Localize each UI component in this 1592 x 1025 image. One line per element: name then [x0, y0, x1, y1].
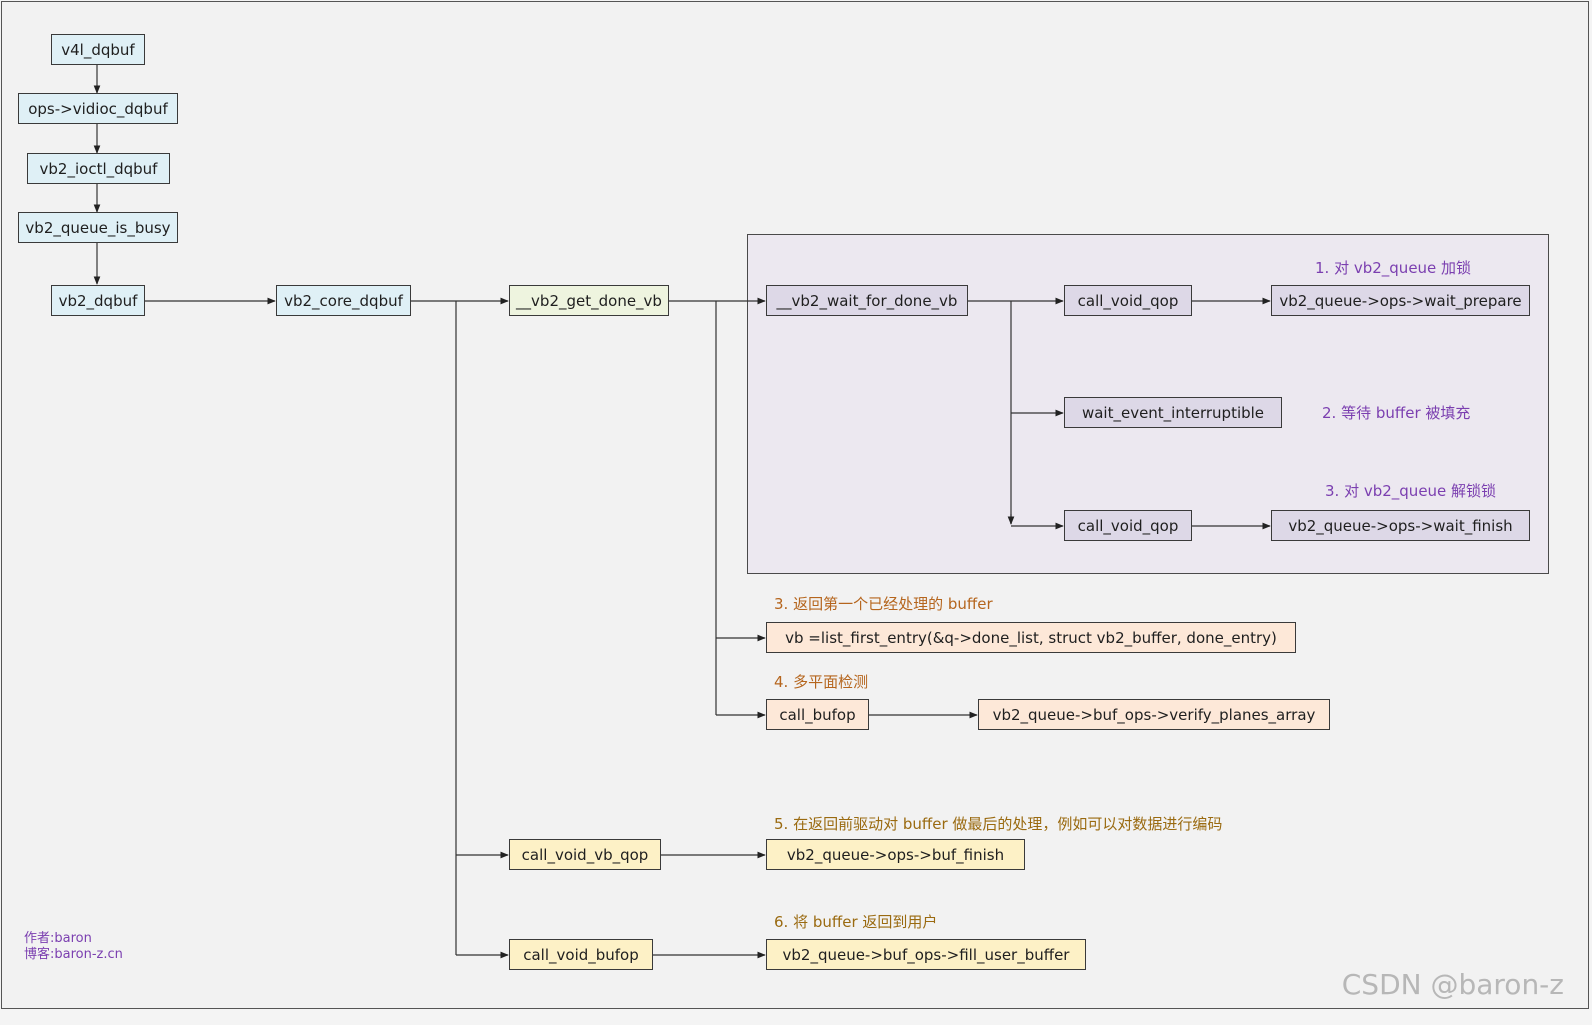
- node-call-bufop: call_bufop: [766, 699, 869, 730]
- node-vb2-ioctl-dqbuf: vb2_ioctl_dqbuf: [27, 153, 170, 184]
- node-call-void-vb-qop: call_void_vb_qop: [509, 839, 661, 870]
- node-v4l-dqbuf: v4l_dqbuf: [51, 34, 145, 65]
- node-call-void-qop-2: call_void_qop: [1064, 510, 1192, 541]
- node-buf-finish: vb2_queue->ops->buf_finish: [766, 839, 1025, 870]
- node-vb2-core-dqbuf: vb2_core_dqbuf: [276, 285, 411, 316]
- note-wait-buffer: 2. 等待 buffer 被填充: [1322, 404, 1471, 422]
- node-vb2-queue-is-busy: vb2_queue_is_busy: [18, 212, 178, 243]
- note-unlock-queue: 3. 对 vb2_queue 解锁锁: [1325, 482, 1497, 500]
- node-vb2-dqbuf: vb2_dqbuf: [51, 285, 145, 316]
- node-wait-for-done-vb: __vb2_wait_for_done_vb: [766, 285, 968, 316]
- node-list-first-entry: vb =list_first_entry(&q->done_list, stru…: [766, 622, 1296, 653]
- node-call-void-qop-1: call_void_qop: [1064, 285, 1192, 316]
- node-get-done-vb: __vb2_get_done_vb: [509, 285, 669, 316]
- author-info: 作者:baron 博客:baron-z.cn: [24, 931, 123, 963]
- node-wait-event-interruptible: wait_event_interruptible: [1064, 397, 1282, 428]
- author-blog: 博客:baron-z.cn: [24, 947, 123, 962]
- note-return-to-user: 6. 将 buffer 返回到用户: [774, 913, 938, 931]
- author-name: 作者:baron: [24, 931, 92, 946]
- node-vidioc-dqbuf: ops->vidioc_dqbuf: [18, 93, 178, 124]
- csdn-watermark: CSDN @baron-z: [1341, 968, 1564, 1001]
- node-call-void-bufop: call_void_bufop: [509, 939, 653, 970]
- node-wait-prepare: vb2_queue->ops->wait_prepare: [1271, 285, 1530, 316]
- note-return-first-buffer: 3. 返回第一个已经处理的 buffer: [774, 595, 993, 613]
- node-verify-planes-array: vb2_queue->buf_ops->verify_planes_array: [978, 699, 1330, 730]
- node-fill-user-buffer: vb2_queue->buf_ops->fill_user_buffer: [766, 939, 1086, 970]
- note-final-processing: 5. 在返回前驱动对 buffer 做最后的处理，例如可以对数据进行编码: [774, 815, 1223, 833]
- node-wait-finish: vb2_queue->ops->wait_finish: [1271, 510, 1530, 541]
- note-lock-queue: 1. 对 vb2_queue 加锁: [1315, 259, 1472, 277]
- note-multiplane-check: 4. 多平面检测: [774, 673, 869, 691]
